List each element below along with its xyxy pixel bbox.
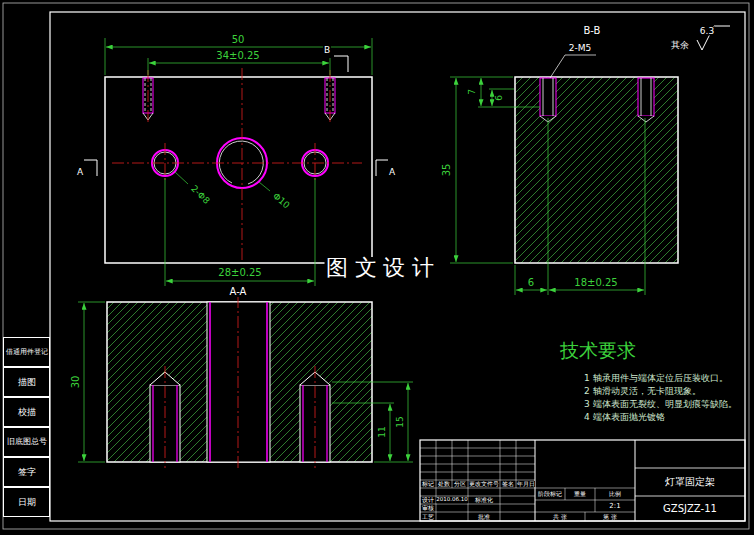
- requirement-note: 4 端体表面抛光镀铬: [583, 413, 666, 422]
- register-box: 签字: [3, 457, 50, 487]
- register-label: 描图: [18, 378, 36, 387]
- table-cell: 共 张: [553, 514, 567, 520]
- dimension: Φ10: [270, 191, 292, 211]
- dimension: 6: [495, 94, 504, 102]
- table-cell: 重量: [574, 491, 586, 497]
- register-label: 签字: [18, 468, 36, 477]
- section-b-b: [450, 26, 730, 295]
- section-a-a: [78, 296, 413, 468]
- register-box: 借通用件登记: [3, 337, 50, 367]
- drawing-name: 灯罩固定架: [664, 477, 716, 487]
- requirement-note: 1 轴承用件与端体定位后压装收口。: [583, 374, 729, 383]
- dimension: 34±0.25: [215, 51, 260, 61]
- register-label: 旧底图总号: [7, 438, 47, 446]
- table-cell: 审核: [422, 505, 434, 511]
- dimension: 15: [396, 415, 405, 428]
- register-label: 校描: [18, 408, 36, 417]
- table-cell: 分区: [454, 481, 466, 487]
- dimension: 7: [468, 88, 477, 96]
- table-cell: 标记: [422, 481, 434, 487]
- register-box: 旧底图总号: [3, 427, 50, 457]
- table-cell: 工艺: [422, 514, 434, 520]
- watermark: 图 文 设 计: [325, 257, 436, 279]
- dimension: 50: [231, 35, 246, 45]
- register-label: 借通用件登记: [6, 348, 48, 355]
- requirement-note: 3 端体表面无裂纹、明显划痕等缺陷。: [583, 400, 738, 409]
- section-mark: B: [323, 46, 331, 55]
- register-box: 校描: [3, 397, 50, 427]
- drawing-number: GZSJZZ-11: [662, 504, 718, 514]
- dimension: 35: [442, 163, 452, 178]
- roughness-note: 其余: [670, 41, 690, 50]
- table-cell: 第 张: [603, 514, 617, 520]
- table-cell: 阶段标记: [538, 491, 562, 497]
- register-box: 日期: [3, 487, 50, 517]
- table-cell: 处数: [438, 481, 450, 487]
- requirement-note: 2 轴滑动灵活，无卡阻现象。: [583, 387, 702, 396]
- inner-frame: [50, 12, 745, 521]
- dimension: 28±0.25: [217, 268, 262, 278]
- roughness-value: 6.3: [699, 27, 715, 36]
- view-name: B-B: [583, 26, 602, 36]
- register-label: 日期: [18, 498, 36, 507]
- table-cell: 年月日: [517, 481, 535, 487]
- dimension: 11: [378, 425, 387, 438]
- dimension: 18±0.25: [573, 278, 618, 288]
- dimension: 6: [527, 278, 535, 288]
- table-cell: 标准化: [475, 497, 493, 503]
- thread-callout: 2-M5: [568, 44, 592, 53]
- register-box: 描图: [3, 367, 50, 397]
- section-mark: A: [76, 168, 84, 177]
- title-block: [420, 440, 745, 521]
- table-cell: 2010.06.10: [436, 497, 468, 503]
- view-name: A-A: [229, 287, 248, 297]
- dimension: 30: [71, 375, 81, 390]
- top-view: [84, 38, 388, 286]
- requirements-title: 技术要求: [559, 341, 637, 360]
- table-cell: 2:1: [609, 503, 620, 510]
- section-mark: A: [388, 168, 396, 177]
- table-cell: 批准: [478, 514, 490, 520]
- table-cell: 比例: [609, 491, 621, 497]
- table-cell: 更改文件号: [469, 481, 499, 487]
- dimension: 2-Φ8: [188, 183, 211, 206]
- table-cell: 签名: [502, 481, 514, 487]
- outer-frame: [3, 3, 749, 529]
- table-cell: 设计: [422, 497, 434, 503]
